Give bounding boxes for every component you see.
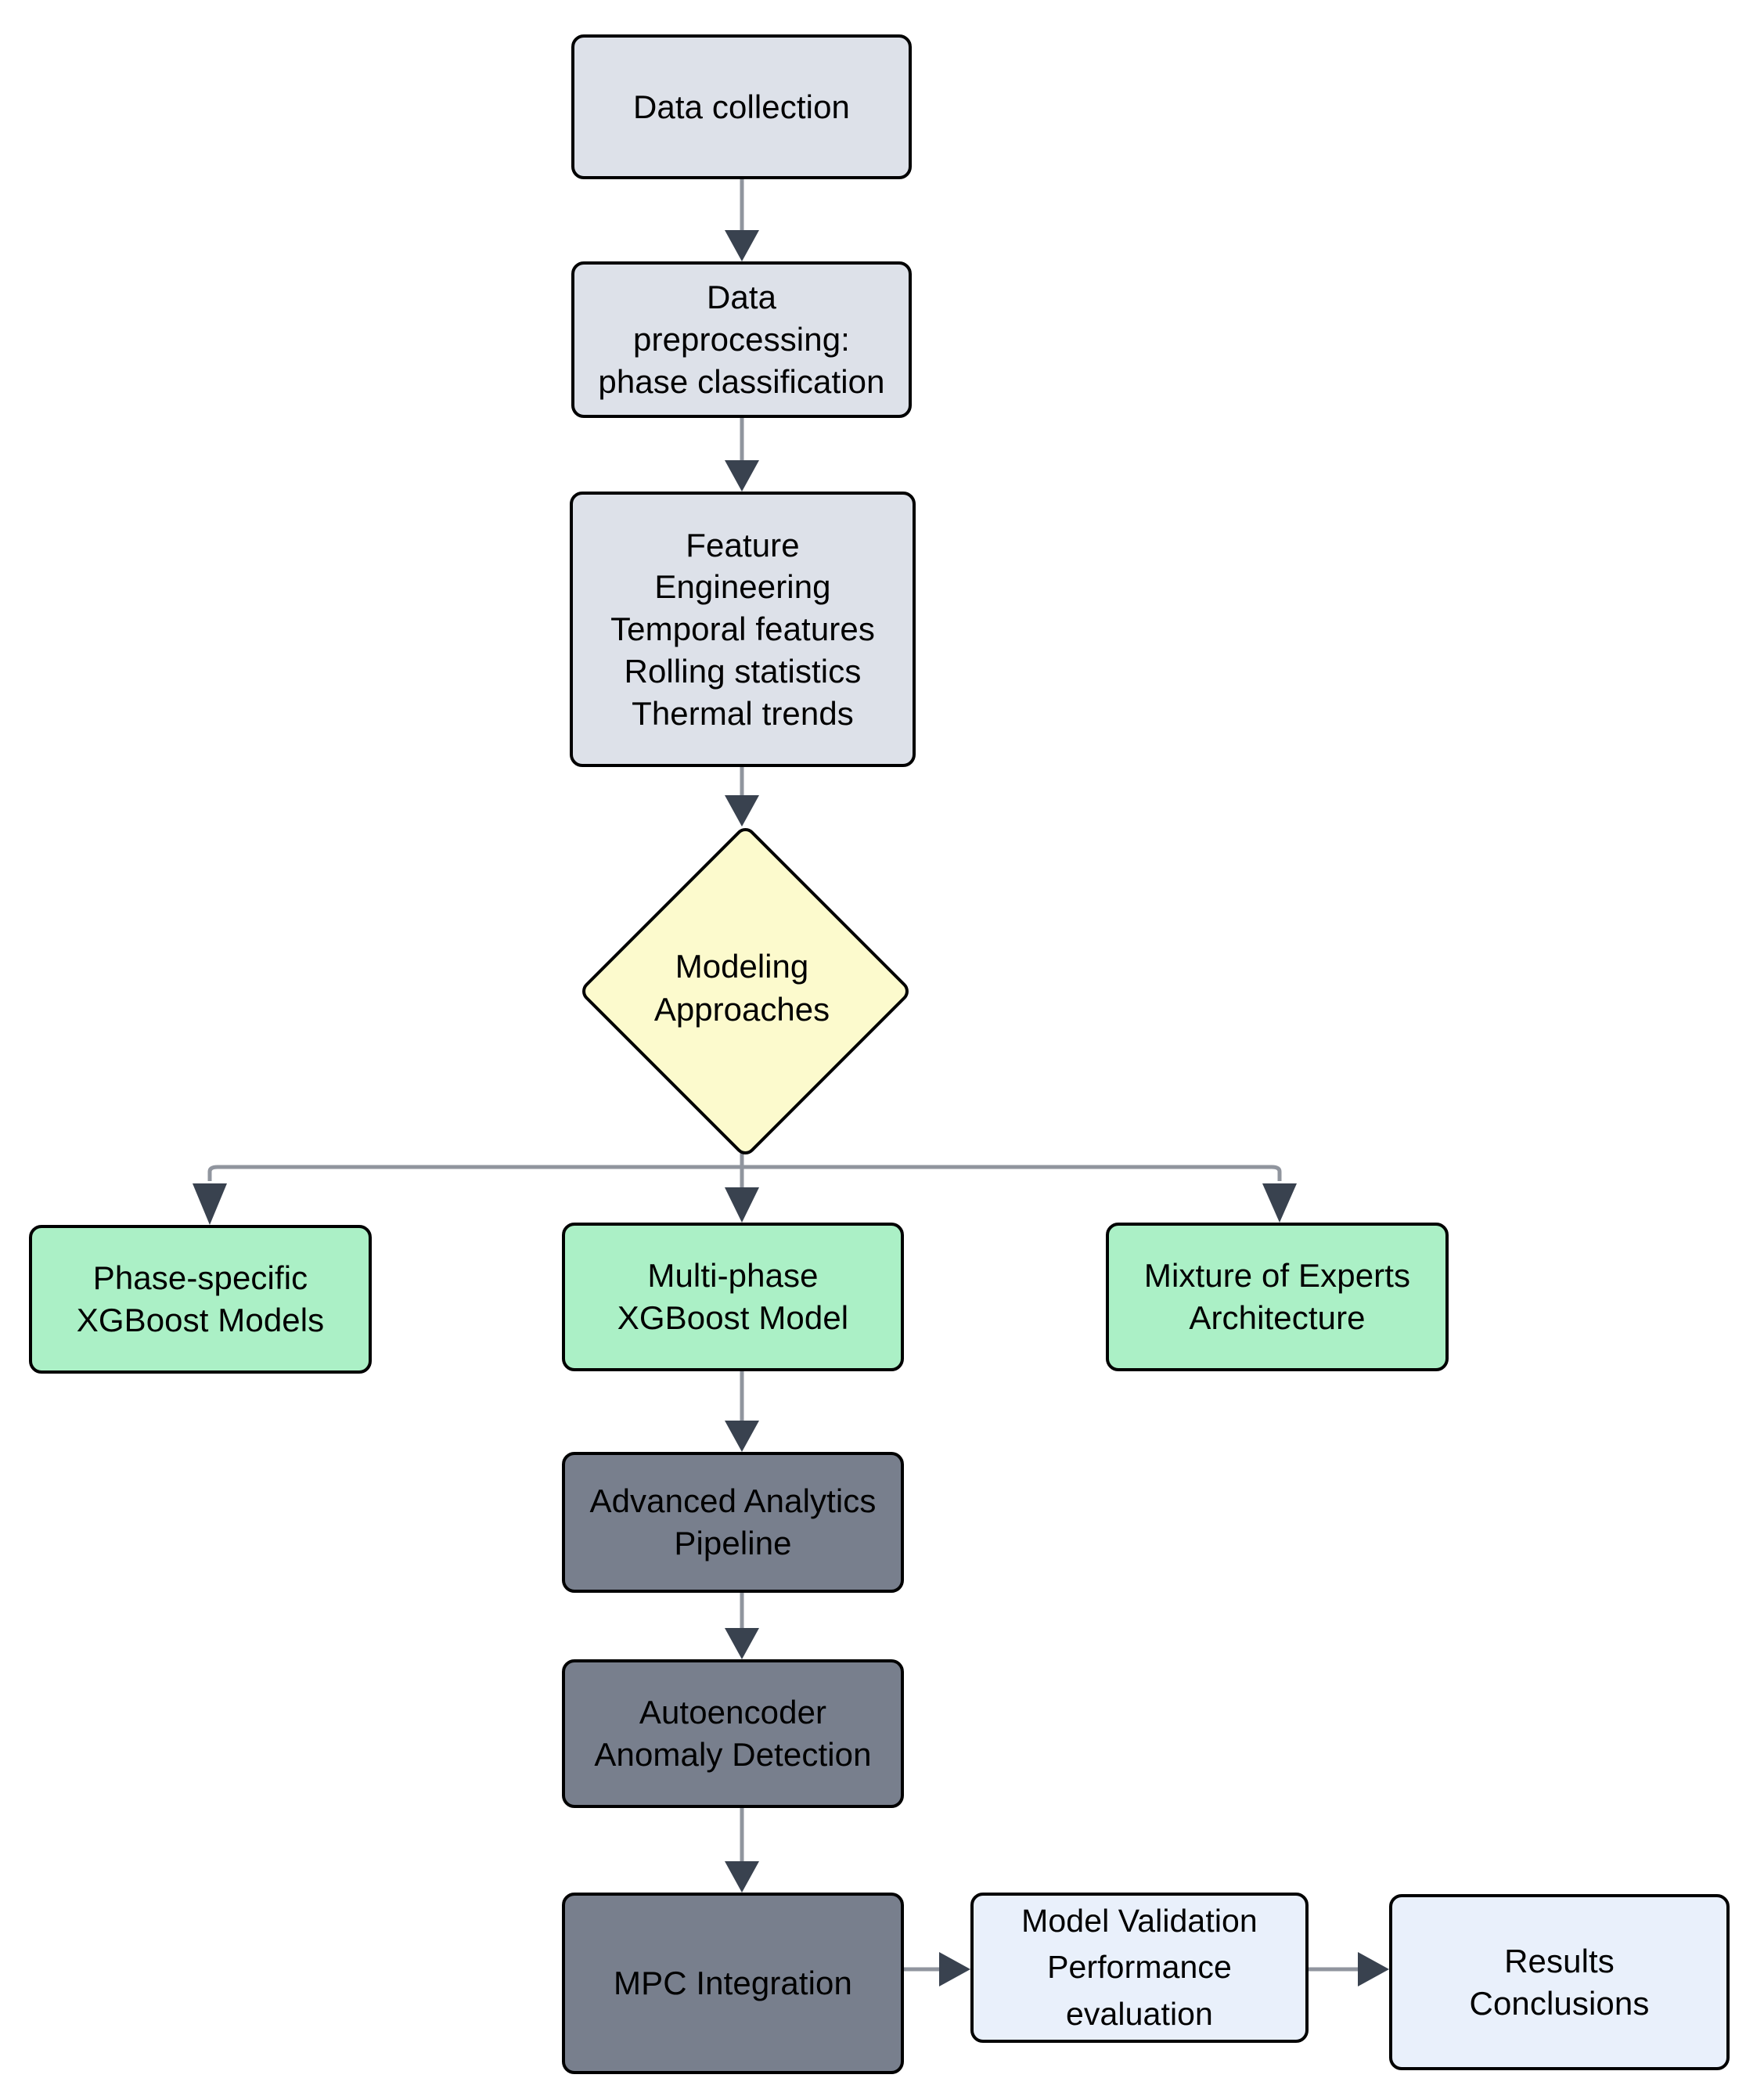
node-mixture-of-experts-label: Mixture of Experts Architecture bbox=[1143, 1257, 1411, 1336]
node-mixture-of-experts[interactable]: Mixture of Experts Architecture bbox=[1106, 1223, 1449, 1371]
node-phase-specific-xgboost[interactable]: Phase-specific XGBoost Models bbox=[29, 1225, 372, 1374]
node-advanced-analytics[interactable]: Advanced Analytics Pipeline bbox=[562, 1452, 904, 1593]
node-mpc-integration[interactable]: MPC Integration bbox=[562, 1893, 904, 2074]
node-multi-phase-xgboost[interactable]: Multi-phase XGBoost Model bbox=[562, 1223, 904, 1371]
node-feature-engineering-label: Feature Engineering Temporal features Ro… bbox=[610, 526, 875, 732]
node-modeling-approaches-label: Modeling Approaches bbox=[653, 947, 830, 1028]
edge-autoencoder-to-mpc-integration bbox=[725, 1808, 759, 1893]
edge-modeling-to-mixture-of-experts bbox=[1262, 1183, 1297, 1223]
edge-multi-phase-to-advanced-analytics bbox=[725, 1371, 759, 1452]
node-phase-specific-xgboost-label: Phase-specific XGBoost Models bbox=[76, 1259, 325, 1338]
edge-feature-engineering-to-modeling bbox=[725, 767, 759, 827]
node-multi-phase-xgboost-label: Multi-phase XGBoost Model bbox=[617, 1257, 849, 1336]
node-modeling-approaches[interactable]: Modeling Approaches bbox=[577, 823, 913, 1159]
edge-modeling-to-multi-phase bbox=[725, 1187, 759, 1223]
edge-data-collection-to-preprocessing bbox=[725, 179, 759, 261]
node-model-validation-label: Model Validation Performance evaluation bbox=[1021, 1902, 1258, 2032]
edge-modeling-to-phase-specific bbox=[193, 1183, 227, 1225]
node-mpc-integration-label: MPC Integration bbox=[614, 1965, 852, 2002]
node-data-collection[interactable]: Data collection bbox=[571, 34, 912, 179]
edge-preprocessing-to-feature-engineering bbox=[725, 418, 759, 492]
node-autoencoder[interactable]: Autoencoder Anomaly Detection bbox=[562, 1659, 904, 1808]
node-autoencoder-label: Autoencoder Anomaly Detection bbox=[594, 1694, 872, 1773]
node-data-preprocessing[interactable]: Data preprocessing: phase classification bbox=[571, 261, 912, 418]
node-feature-engineering[interactable]: Feature Engineering Temporal features Ro… bbox=[570, 492, 916, 767]
node-advanced-analytics-label: Advanced Analytics Pipeline bbox=[589, 1482, 877, 1561]
edge-mpc-to-model-validation bbox=[904, 1952, 970, 1986]
node-data-preprocessing-label: Data preprocessing: phase classification bbox=[598, 279, 885, 400]
edge-model-validation-to-results bbox=[1309, 1952, 1389, 1986]
node-data-collection-label: Data collection bbox=[633, 88, 850, 125]
node-model-validation[interactable]: Model Validation Performance evaluation bbox=[970, 1893, 1309, 2043]
edge-advanced-analytics-to-autoencoder bbox=[725, 1593, 759, 1659]
node-results-conclusions[interactable]: Results Conclusions bbox=[1389, 1894, 1730, 2070]
node-results-conclusions-label: Results Conclusions bbox=[1469, 1942, 1650, 2022]
